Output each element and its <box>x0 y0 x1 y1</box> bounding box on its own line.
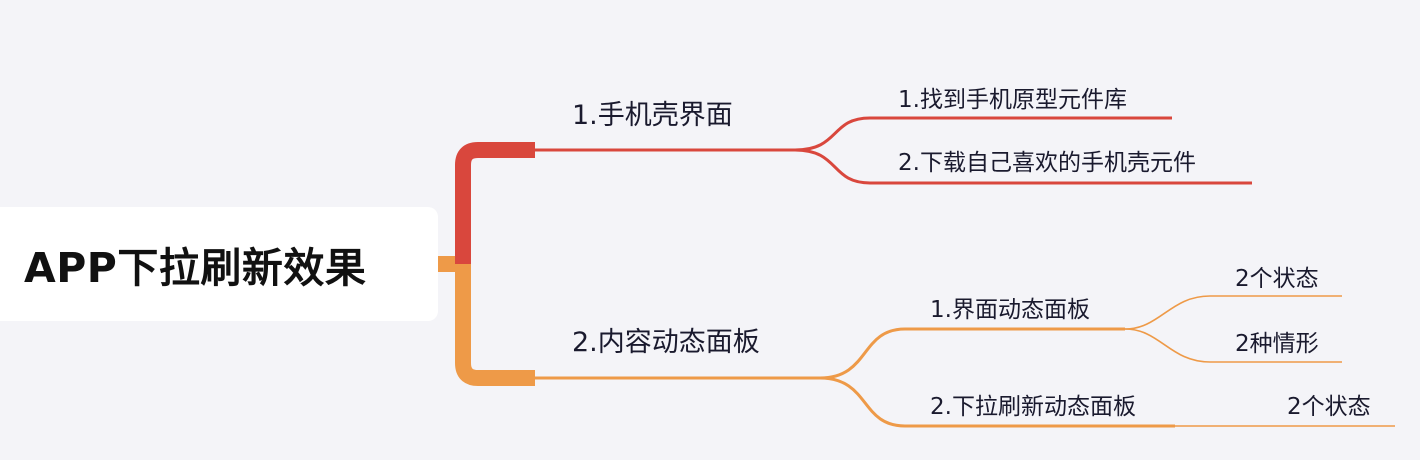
root-node[interactable]: APP下拉刷新效果 <box>0 207 438 321</box>
topic-phone-case-ui[interactable]: 1.手机壳界面 <box>572 100 733 131</box>
leaf-two-states-refresh[interactable]: 2个状态 <box>1287 394 1371 420</box>
subtopic-download-phone-case-widget[interactable]: 2.下载自己喜欢的手机壳元件 <box>898 150 1196 176</box>
branch2-child2-line <box>819 376 1175 428</box>
root-label: APP下拉刷新效果 <box>24 244 367 292</box>
leaf-two-situations[interactable]: 2种情形 <box>1235 331 1319 357</box>
trunk-lower-line <box>455 264 535 386</box>
branch1-child2-line <box>794 148 1252 185</box>
leaf2-line <box>1124 328 1342 363</box>
subtopic-pull-refresh-dynamic-panel[interactable]: 2.下拉刷新动态面板 <box>930 394 1136 420</box>
leaf1-line <box>1124 295 1342 330</box>
topic-content-dynamic-panel[interactable]: 2.内容动态面板 <box>572 327 760 358</box>
branch2-child1-line <box>819 327 1125 380</box>
leaf-two-states[interactable]: 2个状态 <box>1235 266 1319 292</box>
trunk-upper-line <box>455 142 535 264</box>
branch1-child1-line <box>794 116 1172 152</box>
subtopic-find-prototype-library[interactable]: 1.找到手机原型元件库 <box>898 87 1127 113</box>
subtopic-ui-dynamic-panel[interactable]: 1.界面动态面板 <box>930 297 1090 323</box>
